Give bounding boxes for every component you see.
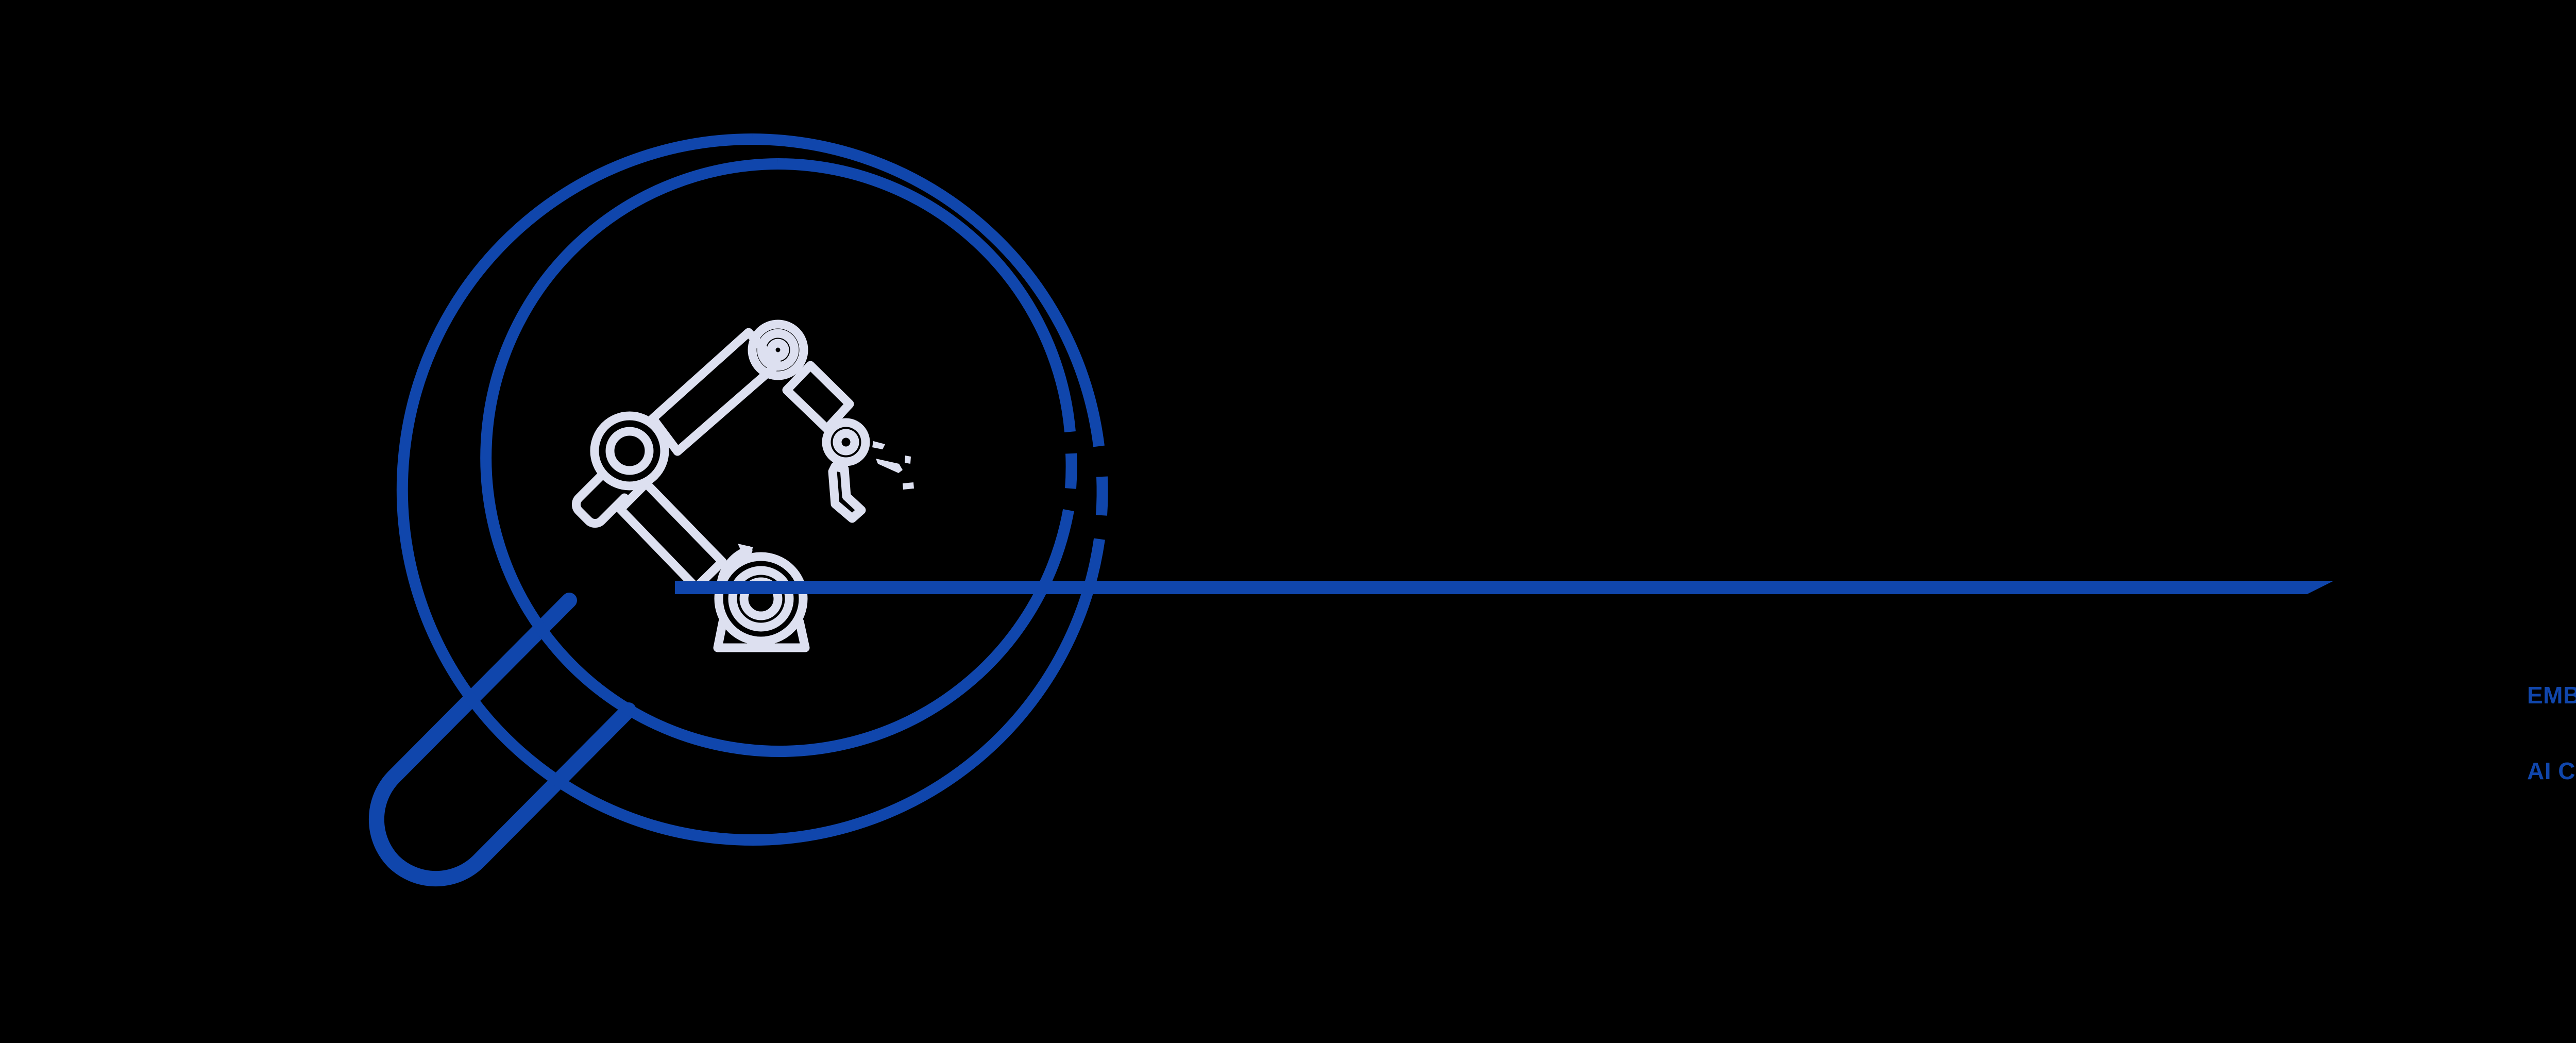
wordmark-line-embodied: EMBODIED xyxy=(2527,682,2576,709)
shoulder-joint xyxy=(572,411,669,528)
wrist-joint xyxy=(822,418,870,466)
magnifier-outer-ring-icon xyxy=(396,133,1108,846)
wordmark-line-ai-club: AI CLUB xyxy=(2527,758,2576,784)
magnifier-handle-icon xyxy=(368,593,636,887)
elbow-joint xyxy=(748,319,808,380)
gripper-claw xyxy=(828,441,914,523)
magnifier-inner-ring-icon xyxy=(480,158,1077,757)
horizontal-rule xyxy=(675,581,2334,594)
wordmark: EMBODIED AI CLUB xyxy=(2527,632,2576,834)
